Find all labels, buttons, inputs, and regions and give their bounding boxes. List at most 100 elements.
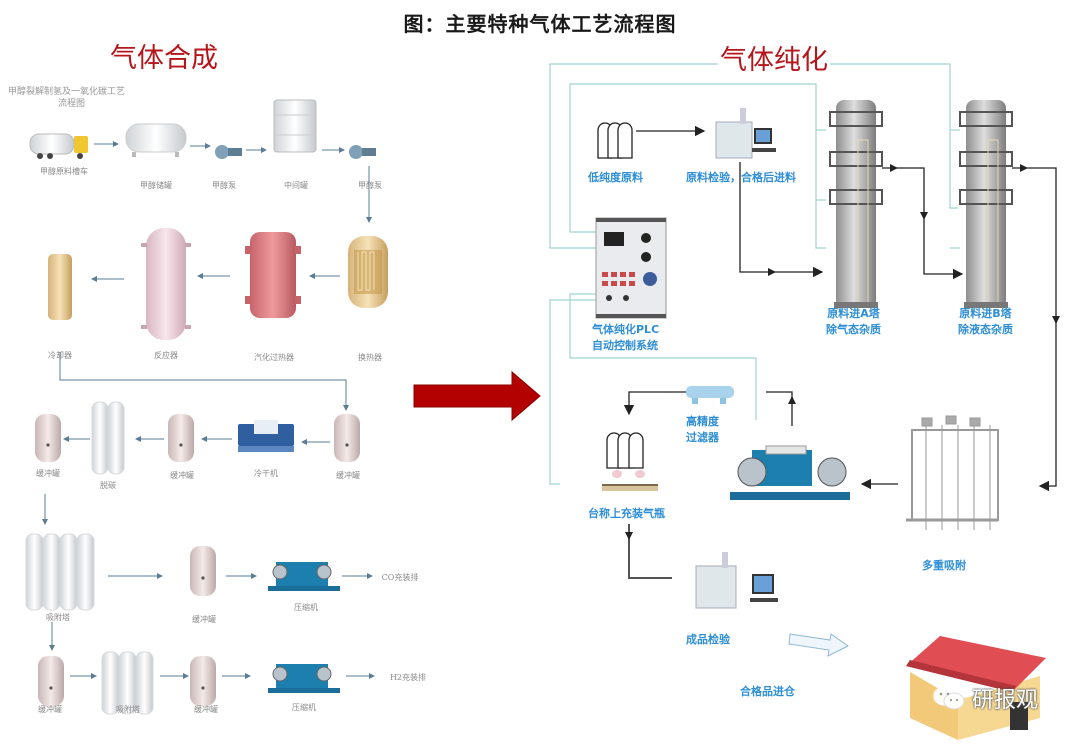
synthesis-heading: 气体合成 bbox=[110, 43, 218, 74]
to-inspection-line bbox=[628, 524, 672, 579]
label-product-inspection: 成品检验 bbox=[686, 633, 730, 646]
transition-arrow bbox=[413, 370, 541, 422]
flow-arrow bbox=[768, 268, 776, 276]
label-methanol-pump-1: 甲醇泵 bbox=[212, 181, 236, 190]
purification-heading: 气体纯化 bbox=[718, 38, 830, 77]
label-buffer-tank: 缓冲罐 bbox=[192, 615, 216, 624]
filter-line bbox=[623, 391, 686, 416]
methanol-pump-1 bbox=[215, 145, 242, 159]
buffer-tank-r5-right bbox=[190, 656, 216, 706]
label-buffer-tank: 缓冲罐 bbox=[170, 471, 194, 480]
label-intermediate-tank: 中间罐 bbox=[284, 181, 308, 190]
purification-compressor bbox=[730, 445, 850, 500]
label-warehouse: 合格品进仓 bbox=[740, 685, 795, 698]
label-superheater: 汽化过热器 bbox=[254, 353, 294, 362]
label-co-filling: CO充装排 bbox=[381, 573, 419, 582]
vaporization-superheater bbox=[245, 232, 301, 318]
figure-title: 图：主要特种气体工艺流程图 bbox=[403, 12, 677, 36]
label-raw-material: 低纯度原料 bbox=[588, 171, 643, 184]
raw-gas-cylinders bbox=[597, 122, 633, 159]
purification-tower-a bbox=[829, 100, 883, 308]
watermark-text: 研报观 bbox=[972, 688, 1039, 713]
synthesis-subtitle: 甲醇裂解制氢及一氧化碳工艺 流程图 bbox=[8, 86, 125, 110]
buffer-tank-r4 bbox=[190, 546, 216, 596]
heat-exchanger bbox=[348, 236, 388, 308]
plc-line-2: 自动控制系统 bbox=[592, 339, 658, 352]
weighing-scale bbox=[602, 484, 658, 491]
plc-control-cabinet bbox=[595, 217, 667, 319]
buffer-tank-r3-right bbox=[334, 414, 360, 462]
return-line bbox=[766, 391, 793, 426]
label-compressor: 压缩机 bbox=[292, 703, 316, 712]
label-compressor: 压缩机 bbox=[294, 603, 318, 612]
label-tower-a: 原料进A塔 除气态杂质 bbox=[826, 306, 881, 338]
tower-b-line-1: 原料进B塔 bbox=[959, 307, 1012, 320]
filter-line-2: 过滤器 bbox=[686, 431, 719, 444]
label-heat-exchanger: 换热器 bbox=[358, 353, 382, 362]
label-tower-b: 原料进B塔 除液态杂质 bbox=[958, 306, 1013, 338]
tower-b-line-2: 除液态杂质 bbox=[958, 323, 1013, 336]
label-inspection-feed: 原料检验，合格后进料 bbox=[686, 171, 796, 184]
outlet-line bbox=[1012, 167, 1057, 492]
plc-line-1: 气体纯化PLC bbox=[592, 323, 660, 336]
label-adsorption-tower: 吸附塔 bbox=[116, 705, 140, 714]
label-freeze-dryer: 冷干机 bbox=[254, 469, 278, 478]
weighing-scale-top bbox=[602, 484, 658, 486]
label-decarbonization: 脱碳 bbox=[100, 481, 116, 490]
buffer-tank-r3-left bbox=[35, 414, 61, 462]
compressor-h2 bbox=[268, 664, 340, 693]
label-tanker-truck: 甲醇原料槽车 bbox=[40, 167, 88, 176]
label-adsorption-tower: 吸附塔 bbox=[46, 613, 70, 622]
label-reactor: 反应器 bbox=[154, 351, 178, 360]
tower-a-line-1: 原料进A塔 bbox=[827, 307, 880, 320]
filter-line-1: 高精度 bbox=[686, 415, 719, 428]
compressor-co bbox=[268, 562, 340, 591]
label-methanol-storage: 甲醇储罐 bbox=[140, 181, 172, 190]
label-buffer-tank: 缓冲罐 bbox=[38, 705, 62, 714]
buffer-tank-r5-left bbox=[38, 656, 64, 706]
tower-link-line bbox=[882, 167, 964, 280]
filling-gas-cylinders bbox=[606, 432, 645, 478]
flow-arrow bbox=[788, 396, 796, 404]
multi-adsorption-rack bbox=[906, 415, 999, 530]
reactor bbox=[141, 228, 191, 340]
watermark: 研报观 bbox=[932, 682, 1038, 714]
feed-line bbox=[739, 162, 824, 278]
label-multi-adsorption: 多重吸附 bbox=[922, 559, 966, 572]
flow-arrow bbox=[1020, 164, 1028, 172]
label-buffer-tank: 缓冲罐 bbox=[336, 471, 360, 480]
flow-arrow bbox=[625, 532, 633, 540]
decarbonization-columns bbox=[91, 401, 125, 475]
raw-material-analyzer bbox=[715, 108, 776, 159]
product-analyzer bbox=[695, 552, 778, 609]
label-buffer-tank: 缓冲罐 bbox=[194, 705, 218, 714]
buffer-tank-r3-mid bbox=[168, 414, 194, 462]
methanol-tanker-truck bbox=[29, 133, 88, 159]
wechat-icon bbox=[933, 686, 965, 710]
label-filling: 台称上充装气瓶 bbox=[588, 507, 665, 520]
label-plc-system: 气体纯化PLC 自动控制系统 bbox=[592, 322, 659, 354]
warehouse-building bbox=[906, 636, 1046, 740]
high-precision-filter bbox=[686, 386, 734, 404]
label-h2-filling: H2充装排 bbox=[389, 673, 427, 682]
purification-tower-b bbox=[959, 100, 1013, 308]
label-buffer-tank: 缓冲罐 bbox=[36, 469, 60, 478]
flow-arrow bbox=[890, 164, 898, 172]
label-methanol-pump-2: 甲醇泵 bbox=[358, 181, 382, 190]
freeze-dryer bbox=[238, 420, 294, 452]
label-cooler: 冷却器 bbox=[48, 351, 72, 360]
to-warehouse-arrow bbox=[788, 633, 849, 657]
methanol-pump-2 bbox=[349, 145, 376, 159]
tower-a-line-2: 除气态杂质 bbox=[826, 323, 881, 336]
adsorption-tower-co bbox=[25, 533, 95, 611]
methanol-storage-tank bbox=[125, 123, 187, 157]
cooler bbox=[48, 254, 72, 320]
adsorption-tower-h2 bbox=[101, 651, 154, 715]
flow-line bbox=[59, 352, 349, 411]
flow-arrow bbox=[920, 212, 928, 220]
label-filter: 高精度 过滤器 bbox=[686, 414, 719, 446]
subtitle-line-1: 甲醇裂解制氢及一氧化碳工艺 bbox=[8, 87, 126, 97]
subtitle-line-2: 流程图 bbox=[58, 99, 86, 109]
intermediate-tank bbox=[273, 99, 317, 153]
